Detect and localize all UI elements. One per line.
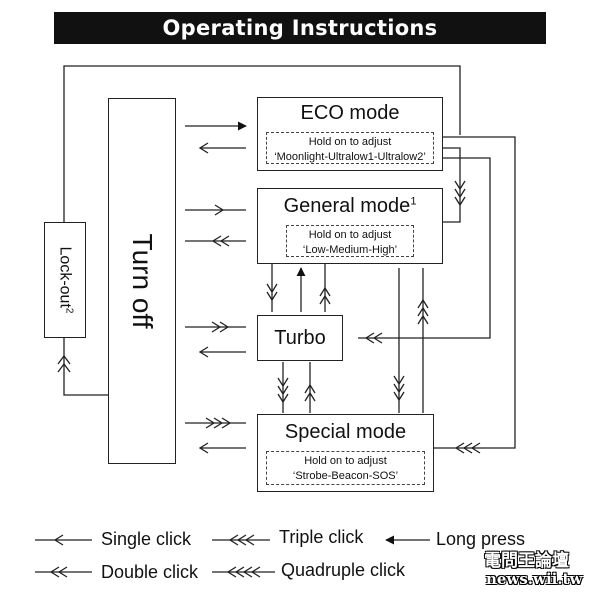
turnoff-to-lockout-line: [57, 338, 108, 396]
eco-mode-node: ECO mode Hold on to adjust ‘Moonlight-Ul…: [257, 97, 443, 171]
legend-quadruple-symbol: [212, 566, 275, 578]
eco-to-turbo-arrow: [358, 157, 491, 344]
special-to-turbo-arrow: [304, 362, 316, 413]
general-mode-node: General mode1 Hold on to adjust ‘Low-Med…: [257, 188, 443, 264]
turnoff-to-special-arrow: [185, 417, 246, 429]
legend-single-symbol: [35, 534, 92, 546]
general-mode-hint: Hold on to adjust: [308, 229, 392, 241]
turbo-to-turnoff-arrow: [198, 346, 246, 358]
turn-off-node: Turn off: [108, 98, 176, 464]
legend-double-symbol: [35, 566, 92, 578]
eco-mode-title: ECO mode: [300, 102, 400, 124]
lock-out-node: Lock-out2: [44, 222, 86, 338]
watermark-site-name: 電問王論壇: [484, 551, 569, 571]
legend-quadruple-label: Quadruple click: [281, 560, 406, 580]
legend-long-label: Long press: [436, 529, 526, 549]
special-mode-hint: Hold on to adjust: [304, 455, 387, 467]
general-mode-adjust-box: Hold on to adjust ‘Low-Medium-High’: [286, 225, 414, 257]
general-to-turnoff-arrow: [185, 235, 246, 247]
general-to-special-arrow: [393, 268, 405, 413]
special-mode-node: Special mode Hold on to adjust ‘Strobe-B…: [257, 414, 434, 492]
legend-single-label: Single click: [101, 529, 192, 549]
turnoff-to-general-arrow: [185, 204, 246, 216]
eco-mode-levels: ‘Moonlight-Ultralow1-Ultralow2’: [274, 151, 426, 163]
lock-out-footnote: 2: [63, 307, 75, 314]
turbo-to-special-arrow: [277, 362, 289, 413]
legend-triple-symbol: [212, 534, 270, 546]
lockout-loop-line: [63, 65, 461, 222]
turbo-label: Turbo: [274, 327, 326, 349]
lock-out-label: Lock-out: [56, 246, 74, 308]
legend-triple-label: Triple click: [279, 527, 364, 547]
eco-to-special-arrow: [432, 136, 516, 454]
general-to-turbo-arrow: [266, 264, 278, 312]
turbo-to-general-arrow: [319, 264, 331, 312]
watermark-url: news.wii.tw: [486, 570, 583, 588]
general-mode-levels: ‘Low-Medium-High’: [302, 244, 398, 256]
general-mode-footnote: 1: [410, 195, 417, 208]
eco-mode-adjust-box: Hold on to adjust ‘Moonlight-Ultralow1-U…: [266, 132, 434, 164]
special-mode-adjust-box: Hold on to adjust ‘Strobe-Beacon-SOS’: [266, 451, 425, 485]
eco-to-turnoff-arrow: [198, 142, 246, 154]
special-to-turnoff-arrow: [198, 442, 246, 454]
eco-to-general-arrow: [432, 147, 466, 223]
eco-mode-hint: Hold on to adjust: [308, 136, 392, 148]
general-mode-title: General mode: [283, 195, 411, 217]
turbo-node: Turbo: [257, 315, 343, 361]
turnoff-to-turbo-arrow: [185, 321, 246, 333]
page-title: Operating Instructions: [54, 12, 546, 44]
general-mode-title-wrap: General mode1: [258, 195, 442, 218]
special-to-general-arrow: [417, 268, 429, 413]
special-mode-levels: ‘Strobe-Beacon-SOS’: [292, 470, 399, 482]
special-mode-title: Special mode: [284, 421, 407, 443]
legend-double-label: Double click: [101, 562, 199, 582]
lock-out-label-wrap: Lock-out2: [55, 247, 74, 314]
turn-off-label: Turn off: [127, 233, 158, 329]
